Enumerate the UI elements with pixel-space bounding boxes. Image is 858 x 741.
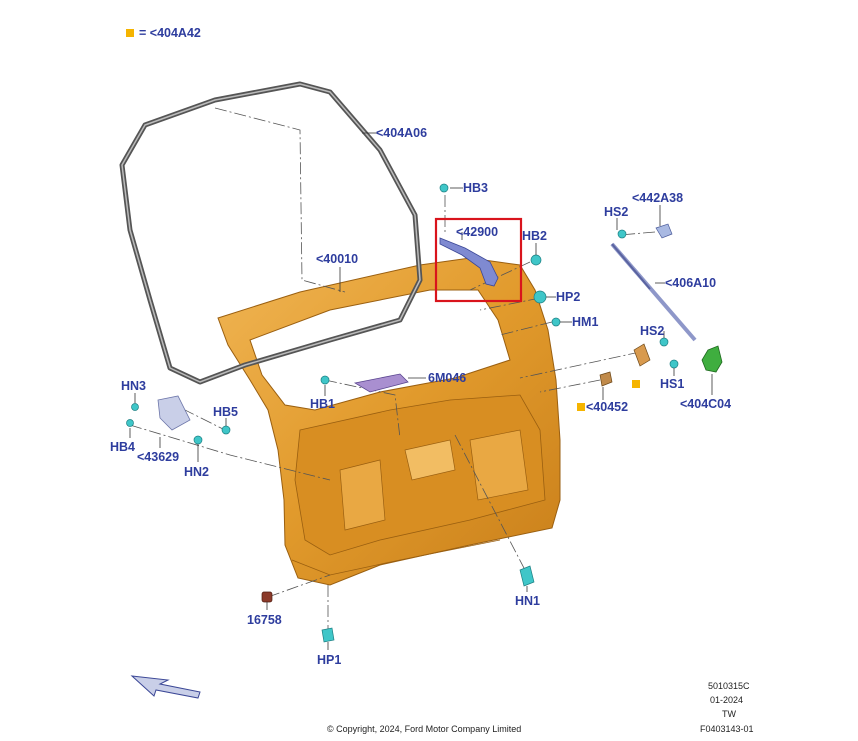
meta-date: 01-2024 bbox=[710, 695, 743, 705]
label-hn3: HN3 bbox=[121, 379, 146, 393]
label-hinge: <42900 bbox=[456, 225, 498, 239]
label-hp2: HP2 bbox=[556, 290, 580, 304]
label-ball-stud: <40452 bbox=[586, 400, 628, 414]
meta-region: TW bbox=[722, 709, 736, 719]
label-hb1: HB1 bbox=[310, 397, 335, 411]
fastener-hb3 bbox=[439, 183, 449, 193]
label-hb3: HB3 bbox=[463, 181, 488, 195]
liftgate-door-panel bbox=[217, 257, 561, 586]
label-bumper: <43629 bbox=[137, 450, 179, 464]
fastener-hb5 bbox=[221, 425, 231, 435]
fastener-hs2-mid bbox=[659, 337, 669, 347]
assembly-centerlines bbox=[129, 107, 656, 630]
label-hn2: HN2 bbox=[184, 465, 209, 479]
ball-stud-part bbox=[599, 371, 613, 387]
meta-code: 5010315C bbox=[708, 681, 750, 691]
label-hs1: HS1 bbox=[660, 377, 684, 391]
legend-marker bbox=[126, 29, 134, 37]
ball-stud-bracket bbox=[633, 343, 651, 367]
ball-stud-marker-left bbox=[577, 403, 585, 411]
label-hb2: HB2 bbox=[522, 229, 547, 243]
ball-stud-marker-below bbox=[632, 380, 640, 388]
bumper-part bbox=[157, 395, 191, 431]
label-hs2-top: HS2 bbox=[604, 205, 628, 219]
legend-text: = <404A42 bbox=[139, 26, 201, 40]
label-strut: <406A10 bbox=[665, 276, 716, 290]
plug-part bbox=[261, 591, 273, 603]
fastener-hn2 bbox=[193, 435, 203, 445]
fastener-hs1 bbox=[669, 359, 679, 369]
strut-bracket-part bbox=[701, 345, 723, 373]
gas-strut bbox=[610, 242, 697, 342]
fastener-hs2-top bbox=[617, 229, 627, 239]
label-hs2-mid: HS2 bbox=[640, 324, 664, 338]
fasteners bbox=[126, 183, 679, 643]
fastener-hp2 bbox=[533, 290, 547, 304]
label-seal: <404A06 bbox=[376, 126, 427, 140]
hinge-part bbox=[439, 237, 499, 287]
fastener-hb2 bbox=[530, 254, 542, 266]
label-door: <40010 bbox=[316, 252, 358, 266]
fastener-hb1 bbox=[320, 375, 330, 385]
label-harness: 6M046 bbox=[428, 371, 466, 385]
fastener-hp1 bbox=[321, 627, 335, 643]
label-bracket: <404C04 bbox=[680, 397, 731, 411]
label-strut-bolt: <442A38 bbox=[632, 191, 683, 205]
strut-bolt-part bbox=[655, 223, 673, 239]
label-hp1: HP1 bbox=[317, 653, 341, 667]
fastener-hm1 bbox=[551, 317, 561, 327]
fastener-hb4 bbox=[126, 419, 134, 427]
label-hb5: HB5 bbox=[213, 405, 238, 419]
front-direction-arrow-icon bbox=[130, 675, 201, 699]
label-plug: 16758 bbox=[247, 613, 282, 627]
label-hb4: HB4 bbox=[110, 440, 135, 454]
meta-figure: F0403143-01 bbox=[700, 724, 754, 734]
meta-copyright: © Copyright, 2024, Ford Motor Company Li… bbox=[327, 724, 521, 734]
label-hm1: HM1 bbox=[572, 315, 598, 329]
leader-lines bbox=[129, 132, 713, 650]
label-hn1: HN1 bbox=[515, 594, 540, 608]
fastener-hn1 bbox=[519, 565, 535, 587]
highlight-box-hinge bbox=[434, 217, 523, 303]
fastener-hn3 bbox=[131, 403, 139, 411]
wiring-harness-part bbox=[353, 373, 409, 393]
